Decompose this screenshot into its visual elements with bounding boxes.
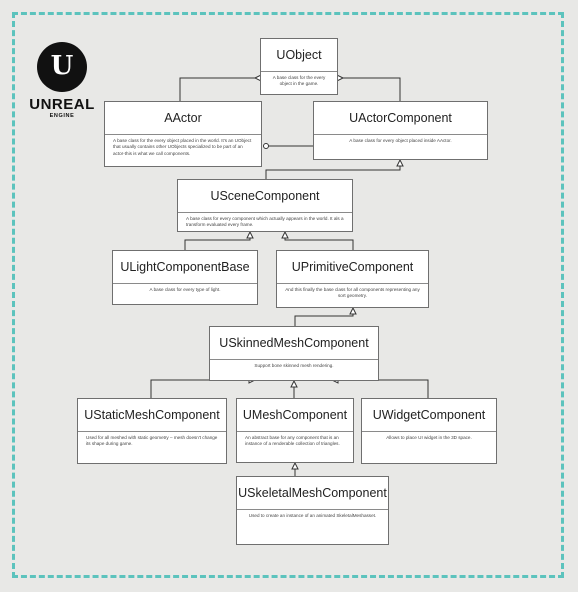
logo-wordmark: UNREAL xyxy=(29,96,95,113)
node-uskeletalmeshcomponent: USkeletalMeshComponent Used to create an… xyxy=(236,476,389,545)
node-title: UMeshComponent xyxy=(237,399,353,432)
node-title: UObject xyxy=(261,39,337,72)
node-umeshcomponent: UMeshComponent An abstract base for any … xyxy=(236,398,354,463)
node-description: A base class for every component which a… xyxy=(186,216,344,228)
unreal-logo-icon: U xyxy=(37,42,87,92)
node-title: UActorComponent xyxy=(314,102,487,135)
node-aactor: AActor A base class for the every object… xyxy=(104,101,262,167)
node-description: Used for all meshed with static geometry… xyxy=(86,435,218,447)
node-description: A base class for every type of light. xyxy=(149,287,221,292)
diagram-frame xyxy=(12,12,564,578)
node-uprimitivecomponent: UPrimitiveComponent And this finally the… xyxy=(276,250,429,308)
node-description: And this finally the base class for all … xyxy=(285,287,420,299)
node-title: AActor xyxy=(105,102,261,135)
node-description: An abstract base for any component that … xyxy=(245,435,340,447)
node-uobject: UObject A base class for the every objec… xyxy=(260,38,338,95)
node-ustaticmeshcomponent: UStaticMeshComponent Used for all meshed… xyxy=(77,398,227,464)
node-title: USceneComponent xyxy=(178,180,352,213)
composition-marker xyxy=(263,143,269,149)
node-description: Support bone skinned mesh rendering. xyxy=(254,363,334,368)
logo-subtitle: ENGINE xyxy=(49,113,75,119)
node-ulightcomponentbase: ULightComponentBase A base class for eve… xyxy=(112,250,258,305)
node-description: Used to create an instance of an animate… xyxy=(248,513,377,518)
node-description: A base class for every object placed ins… xyxy=(349,138,452,143)
node-uskinnedmeshcomponent: USkinnedMeshComponent Support bone skinn… xyxy=(209,326,379,381)
node-title: UStaticMeshComponent xyxy=(78,399,226,432)
unreal-engine-logo: U UNREAL ENGINE xyxy=(27,42,97,119)
node-uwidgetcomponent: UWidgetComponent Allows to place UI widg… xyxy=(361,398,497,464)
node-uscenecomponent: USceneComponent A base class for every c… xyxy=(177,179,353,232)
node-title: UWidgetComponent xyxy=(362,399,496,432)
node-title: ULightComponentBase xyxy=(113,251,257,284)
node-uactorcomponent: UActorComponent A base class for every o… xyxy=(313,101,488,160)
node-title: USkinnedMeshComponent xyxy=(210,327,378,360)
node-title: USkeletalMeshComponent xyxy=(237,477,388,510)
node-title: UPrimitiveComponent xyxy=(277,251,428,284)
node-description: Allows to place UI widget in the 3D spac… xyxy=(386,435,472,440)
node-description: A base class for the every object placed… xyxy=(113,138,252,156)
node-description: A base class for the every object in the… xyxy=(272,75,326,87)
